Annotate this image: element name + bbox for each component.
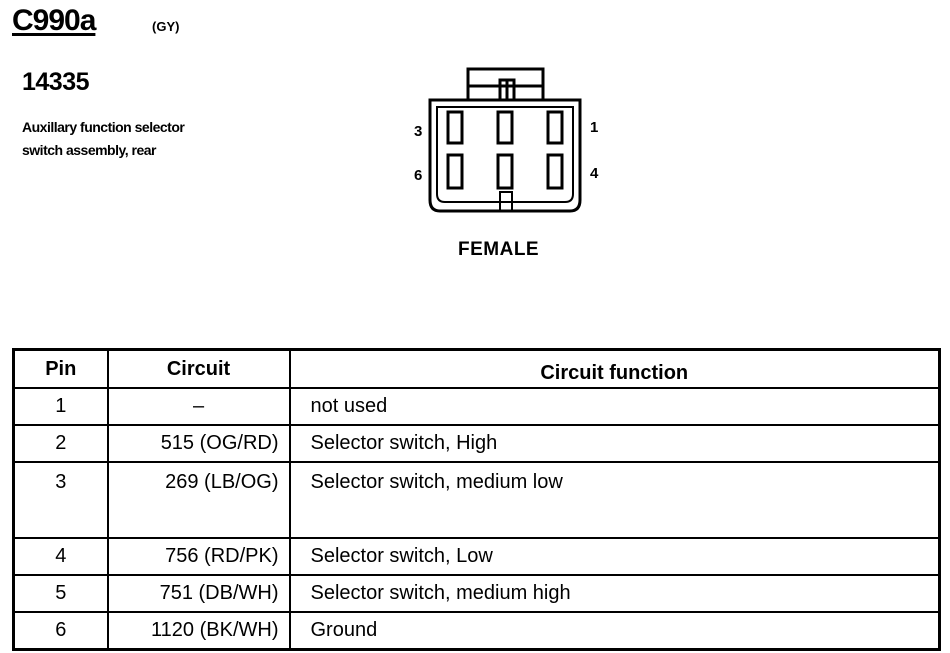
cavity-pin-6 (446, 153, 464, 190)
description-line-1: Auxillary function selector (22, 119, 185, 135)
row-pin: 2 (12, 424, 109, 463)
header-function: Circuit function (288, 348, 941, 389)
row-function: not used (288, 387, 941, 426)
cavity-pin-4 (546, 153, 564, 190)
connector-gender-label: FEMALE (458, 239, 540, 260)
pin-label-6: 6 (414, 167, 422, 184)
row-pin: 1 (12, 387, 109, 426)
table-row: 4 756 (RD/PK) Selector switch, Low (12, 537, 941, 576)
cavity-pin-3 (446, 110, 464, 145)
row-circuit: 1120 (BK/WH) (106, 611, 291, 651)
row-circuit: 269 (LB/OG) (106, 461, 291, 539)
table-row: 3 269 (LB/OG) Selector switch, medium lo… (12, 461, 941, 539)
connector-id: C990a (12, 4, 96, 37)
cavity-pin-1 (546, 110, 564, 145)
row-pin: 3 (12, 461, 109, 539)
table-row: 1 – not used (12, 387, 941, 426)
row-pin: 6 (12, 611, 109, 651)
row-circuit: – (106, 387, 291, 426)
row-function: Selector switch, Low (288, 537, 941, 576)
row-function: Selector switch, medium low (288, 461, 941, 539)
part-number: 14335 (22, 68, 90, 96)
table-header-row: Pin Circuit Circuit function (12, 348, 941, 389)
connector-face-diagram: 3 1 6 4 (414, 67, 599, 213)
connector-body (428, 98, 582, 213)
header-pin: Pin (12, 348, 109, 389)
row-circuit: 751 (DB/WH) (106, 574, 291, 613)
table-row: 6 1120 (BK/WH) Ground (12, 611, 941, 651)
row-function: Selector switch, medium high (288, 574, 941, 613)
description-line-2: switch assembly, rear (22, 142, 156, 158)
table-row: 2 515 (OG/RD) Selector switch, High (12, 424, 941, 463)
pin-table: Pin Circuit Circuit function 1 – not use… (12, 348, 941, 651)
row-function: Ground (288, 611, 941, 651)
color-code: (GY) (152, 19, 180, 34)
row-pin: 5 (12, 574, 109, 613)
table-row: 5 751 (DB/WH) Selector switch, medium hi… (12, 574, 941, 613)
row-pin: 4 (12, 537, 109, 576)
pin-label-1: 1 (590, 119, 598, 136)
row-function: Selector switch, High (288, 424, 941, 463)
header-circuit: Circuit (106, 348, 291, 389)
cavity-pin-2 (496, 110, 514, 145)
row-circuit: 515 (OG/RD) (106, 424, 291, 463)
cavity-pin-5 (496, 153, 514, 190)
row-circuit: 756 (RD/PK) (106, 537, 291, 576)
pin-label-3: 3 (414, 123, 422, 140)
pin-label-4: 4 (590, 165, 599, 182)
